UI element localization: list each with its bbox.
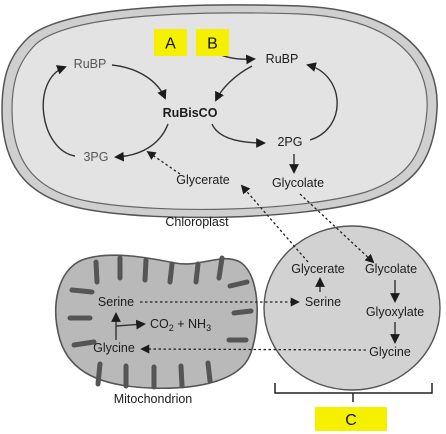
peroxisome-glycolate: Glycolate (365, 262, 417, 276)
transport-arrows (140, 150, 375, 354)
dotted-glycine-to-mitochondrion (140, 344, 367, 354)
chloroplast: A B RuBP RuBP RuBisCO 3PG 2PG Glycerate … (1, 4, 438, 229)
peroxisome-glyoxylate: Glyoxylate (366, 305, 424, 319)
nh3-subscript: 3 (206, 323, 211, 333)
arrow-branch-to-co2 (115, 319, 146, 330)
mitochondrion-membrane (55, 254, 258, 390)
tag-a-box (154, 29, 187, 56)
mitochondrion-title: Mitochondrion (114, 392, 193, 406)
bracket-c: C (274, 383, 433, 431)
peroxisome-serine: Serine (305, 295, 341, 309)
calvin-cycle-arrow-rubp-to-rubisco (111, 64, 167, 100)
mitochondrion-glycine: Glycine (93, 341, 135, 355)
peroxisome: Glycerate Glycolate Serine Glyoxylate Gl… (263, 225, 441, 391)
chloroplast-glycolate: Glycolate (272, 176, 324, 190)
dotted-glycerate-to-3pg (146, 150, 181, 175)
arrow-rubisco-to-2pg (211, 123, 266, 148)
bracket (274, 383, 433, 402)
arrow-2pg-to-rubp (306, 62, 338, 141)
peroxisome-glycerate: Glycerate (291, 262, 345, 276)
chloroplast-title: Chloroplast (165, 215, 229, 229)
co2-text: CO (150, 317, 169, 331)
mitochondrion-serine: Serine (98, 295, 134, 309)
co2-subscript: 2 (169, 323, 174, 333)
peroxisome-glycine: Glycine (369, 345, 411, 359)
chloroplast-rubp-left: RuBP (74, 57, 107, 71)
arrow-rubp-to-rubisco (215, 65, 253, 102)
mitochondrion: Serine Glycine CO2 + NH3 Mitochondrion (55, 254, 258, 406)
mitochondrion-co2-nh3: CO2 + NH3 (150, 317, 211, 333)
calvin-cycle-arrow-3pg-to-rubp (42, 65, 76, 157)
mitochondrion-cristae (67, 255, 254, 390)
tag-b-label: B (207, 36, 218, 53)
calvin-cycle-arrow-rubisco-to-3pg (114, 123, 169, 162)
chloroplast-rubisco: RuBisCO (163, 106, 218, 120)
tag-b-box (196, 29, 229, 56)
dotted-glycerate-to-chloroplast (240, 184, 309, 263)
tag-c-label: C (345, 412, 357, 429)
tag-a-label: A (165, 36, 176, 53)
chloroplast-2pg: 2PG (277, 135, 302, 149)
peroxisome-membrane (263, 225, 441, 391)
tag-c-box (315, 407, 387, 431)
chloroplast-3pg: 3PG (83, 150, 108, 164)
dotted-glycolate-to-peroxisome (299, 193, 375, 264)
chloroplast-rubp-right: RuBP (266, 52, 299, 66)
chloroplast-glycerate: Glycerate (176, 173, 230, 187)
nh3-text: + NH (174, 317, 206, 331)
